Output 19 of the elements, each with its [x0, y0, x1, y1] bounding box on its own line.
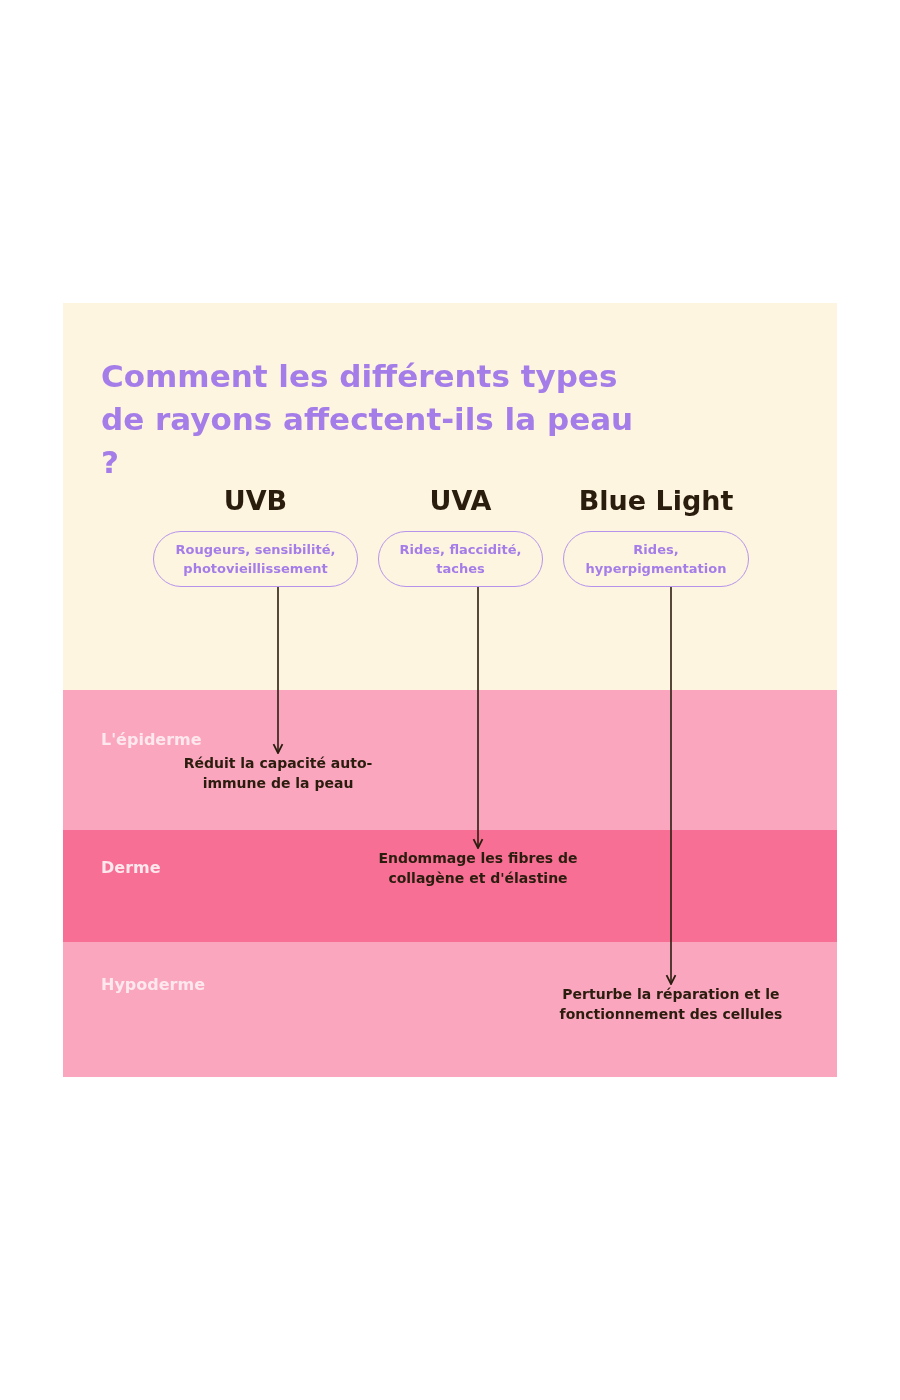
epidermis-layer [63, 690, 837, 832]
effect-pill: Rougeurs, sensibilité, photovieillissement [153, 531, 358, 587]
layer-label: L'épiderme [101, 730, 202, 749]
ray-heading: UVA [429, 485, 492, 517]
arrow [472, 586, 484, 849]
effect-text: Endommage les fibres de collagène et d'élastine [363, 848, 593, 888]
title: Comment les différents types de rayons affectent-ils la peau ? [101, 357, 635, 482]
dermis-layer [63, 830, 837, 942]
ray-heading: UVB [223, 485, 288, 517]
effect-pill: Rides, hyperpigmentation [563, 531, 749, 587]
hypodermis-layer [63, 942, 837, 1077]
layer-label: Hypoderme [101, 975, 205, 994]
arrow [665, 586, 677, 985]
effect-text: Réduit la capacité auto-immune de la peau [173, 753, 383, 793]
effect-pill: Rides, flaccidité, taches [378, 531, 543, 587]
ray-heading: Blue Light [578, 485, 734, 517]
layer-label: Derme [101, 858, 161, 877]
arrow [272, 586, 284, 754]
effect-text: Perturbe la réparation et le fonctionnement des cellules [548, 984, 794, 1024]
